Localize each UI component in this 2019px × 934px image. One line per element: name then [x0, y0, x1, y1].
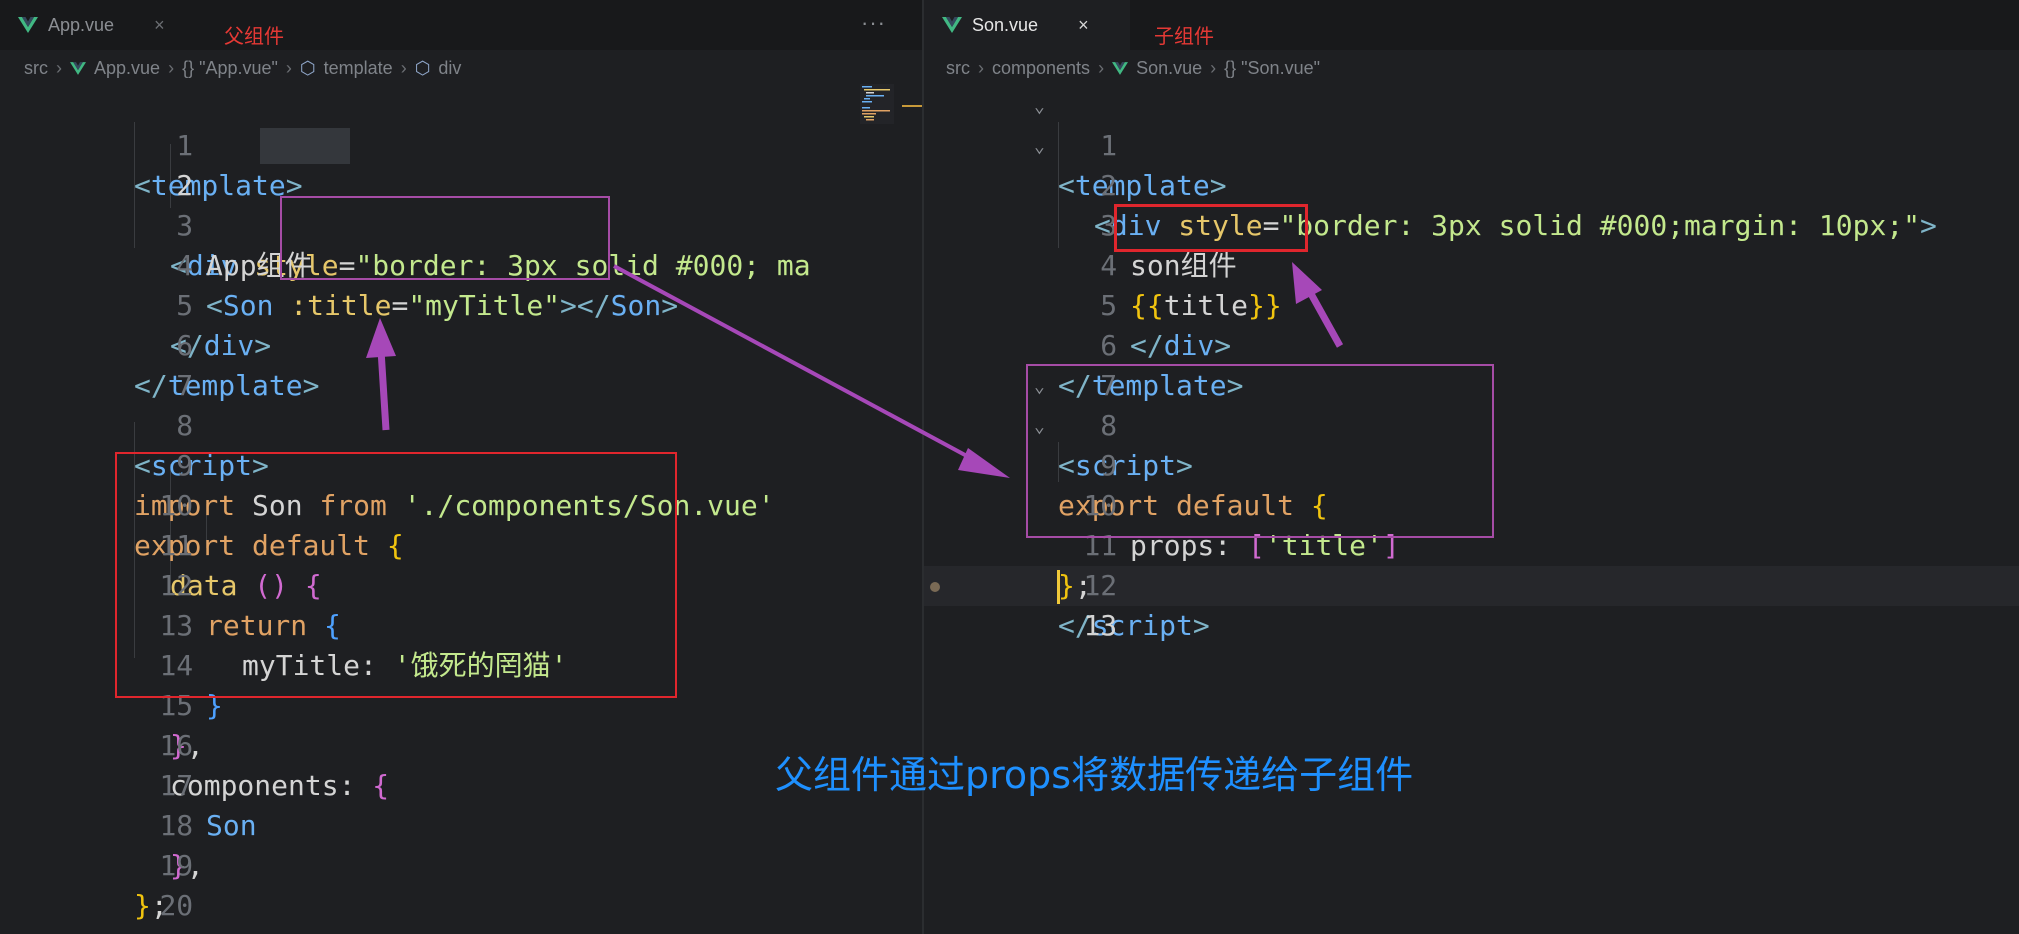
code-line: 10 export default { — [134, 489, 404, 562]
code-line: 1 <template> — [1058, 129, 1227, 202]
code-line: 7 — [1100, 369, 1118, 402]
breakpoint-dot-icon[interactable] — [930, 582, 940, 592]
highlight-box-props — [1026, 364, 1494, 538]
code-line: 4 {{title}} — [1100, 249, 1282, 322]
tab-app-vue[interactable]: App.vue × — [0, 0, 206, 50]
editor-pane-app-vue: App.vue × 父组件 ··· src › App.vue › {} "Ap… — [0, 0, 922, 934]
code-line: 10 props: ['title'] — [1083, 489, 1400, 562]
tab-close-icon[interactable]: × — [1078, 14, 1089, 35]
tab-label: App.vue — [48, 14, 115, 35]
indent-guide — [1058, 122, 1059, 248]
breadcrumb: src › components › Son.vue › {} "Son.vue… — [924, 50, 2019, 86]
indent-guide — [170, 464, 171, 590]
vue-file-icon — [70, 61, 86, 75]
code-line: 5 </div> — [1100, 289, 1232, 362]
breadcrumb-file[interactable]: Son.vue — [1136, 57, 1203, 78]
code-line: 9 export default { — [1058, 449, 1328, 522]
breadcrumb-template[interactable]: template — [323, 57, 393, 78]
chevron-right-icon: › — [978, 57, 984, 78]
code-line: 8 <script> — [1058, 409, 1193, 482]
code-line: 4 <Son :title="myTitle"></Son> — [176, 249, 679, 322]
code-line: 7 — [176, 369, 194, 402]
code-line: 13 myTitle: '饿死的罔猫' — [159, 609, 568, 682]
fold-chevron-icon[interactable]: ⌄ — [1034, 376, 1045, 397]
highlight-box-title-binding — [280, 196, 610, 280]
breadcrumb-components[interactable]: components — [992, 57, 1091, 78]
code-line: 11 }; — [1058, 529, 1118, 602]
tab-bar: Son.vue × 子组件 — [924, 0, 2019, 50]
more-actions-icon[interactable]: ··· — [861, 10, 886, 35]
code-line: 5 </div> — [170, 289, 272, 362]
annotation-child-component: 子组件 — [1154, 24, 1214, 48]
fold-chevron-icon[interactable]: ⌄ — [1034, 96, 1045, 117]
tab-close-icon[interactable]: × — [154, 14, 165, 35]
code-line: 17 Son — [159, 769, 257, 842]
cube-icon: ⬡ — [414, 57, 431, 78]
highlight-box-data — [115, 452, 677, 698]
breadcrumb-file[interactable]: App.vue — [94, 57, 161, 78]
breadcrumb-div[interactable]: div — [438, 57, 462, 78]
highlight-box-title-interpolation — [1114, 204, 1308, 252]
fold-chevron-icon[interactable]: ⌄ — [1034, 136, 1045, 157]
code-line: 2 <div style="border: 3px solid #000; ma — [0, 126, 922, 282]
code-line: 11 data () { — [159, 529, 322, 602]
vue-file-icon — [1112, 61, 1129, 75]
chevron-right-icon: › — [1210, 57, 1217, 78]
code-line: 16 components: { — [159, 729, 390, 802]
code-line: 8 <script> — [134, 409, 269, 482]
code-line: 6 </template> — [1058, 329, 1244, 402]
code-line: 12 return { — [159, 569, 341, 642]
code-line: 15 }, — [159, 689, 204, 762]
vue-file-icon — [18, 17, 38, 33]
indent-guide — [134, 122, 135, 248]
indent-guide — [1058, 442, 1059, 482]
annotation-parent-component: 父组件 — [224, 24, 284, 48]
current-line-highlight — [924, 566, 2019, 606]
code-line: 6 </template> — [134, 329, 320, 402]
indent-guide — [206, 504, 207, 548]
fold-chevron-icon[interactable]: ⌄ — [1034, 416, 1045, 437]
breadcrumb-src[interactable]: src — [946, 57, 970, 78]
breadcrumb-module[interactable]: {} "Son.vue" — [1224, 57, 1320, 78]
chevron-right-icon: › — [285, 57, 292, 78]
tab-label: Son.vue — [972, 14, 1039, 35]
code-line: 9 import Son from './components/Son.vue' — [134, 449, 775, 522]
code-line: 18 }, — [159, 809, 204, 882]
code-line: 19 }; — [134, 849, 194, 922]
chevron-right-icon: › — [56, 57, 62, 78]
text-cursor — [1057, 570, 1060, 604]
vue-file-icon — [942, 17, 962, 33]
minimap-cursor-marker — [902, 105, 922, 107]
split-divider[interactable] — [922, 0, 924, 934]
tab-son-vue[interactable]: Son.vue × — [924, 0, 1130, 50]
indent-guide — [134, 422, 135, 658]
chevron-right-icon: › — [1098, 57, 1105, 78]
tab-bar: App.vue × 父组件 ··· — [0, 0, 922, 50]
cube-icon: ⬡ — [299, 57, 316, 78]
breadcrumb-module[interactable]: {} "App.vue" — [182, 57, 278, 78]
code-line: 1 <template> — [134, 129, 303, 202]
chevron-right-icon: › — [168, 57, 175, 78]
chevron-right-icon: › — [400, 57, 407, 78]
code-line: 3 App组件 — [176, 209, 313, 282]
code-line: 20 </script> — [134, 889, 286, 934]
code-line: 2 <div style="border: 3px solid #000;mar… — [1094, 169, 1937, 242]
editor-pane-son-vue: Son.vue × 子组件 src › components › Son.vue… — [924, 0, 2019, 934]
code-line: 3 son组件 — [1100, 209, 1237, 282]
minimap[interactable] — [860, 84, 894, 124]
indent-guide — [170, 144, 171, 208]
breadcrumb: src › App.vue › {} "App.vue" › ⬡ templat… — [0, 50, 922, 86]
word-highlight — [260, 128, 350, 164]
breadcrumb-src[interactable]: src — [24, 57, 48, 78]
code-line: 13 — [1083, 609, 1118, 642]
code-line: 12 </script> — [1058, 569, 1210, 642]
code-line: 21 — [0, 886, 922, 934]
caption-text: 父组件通过props将数据传递给子组件 — [775, 753, 1414, 797]
